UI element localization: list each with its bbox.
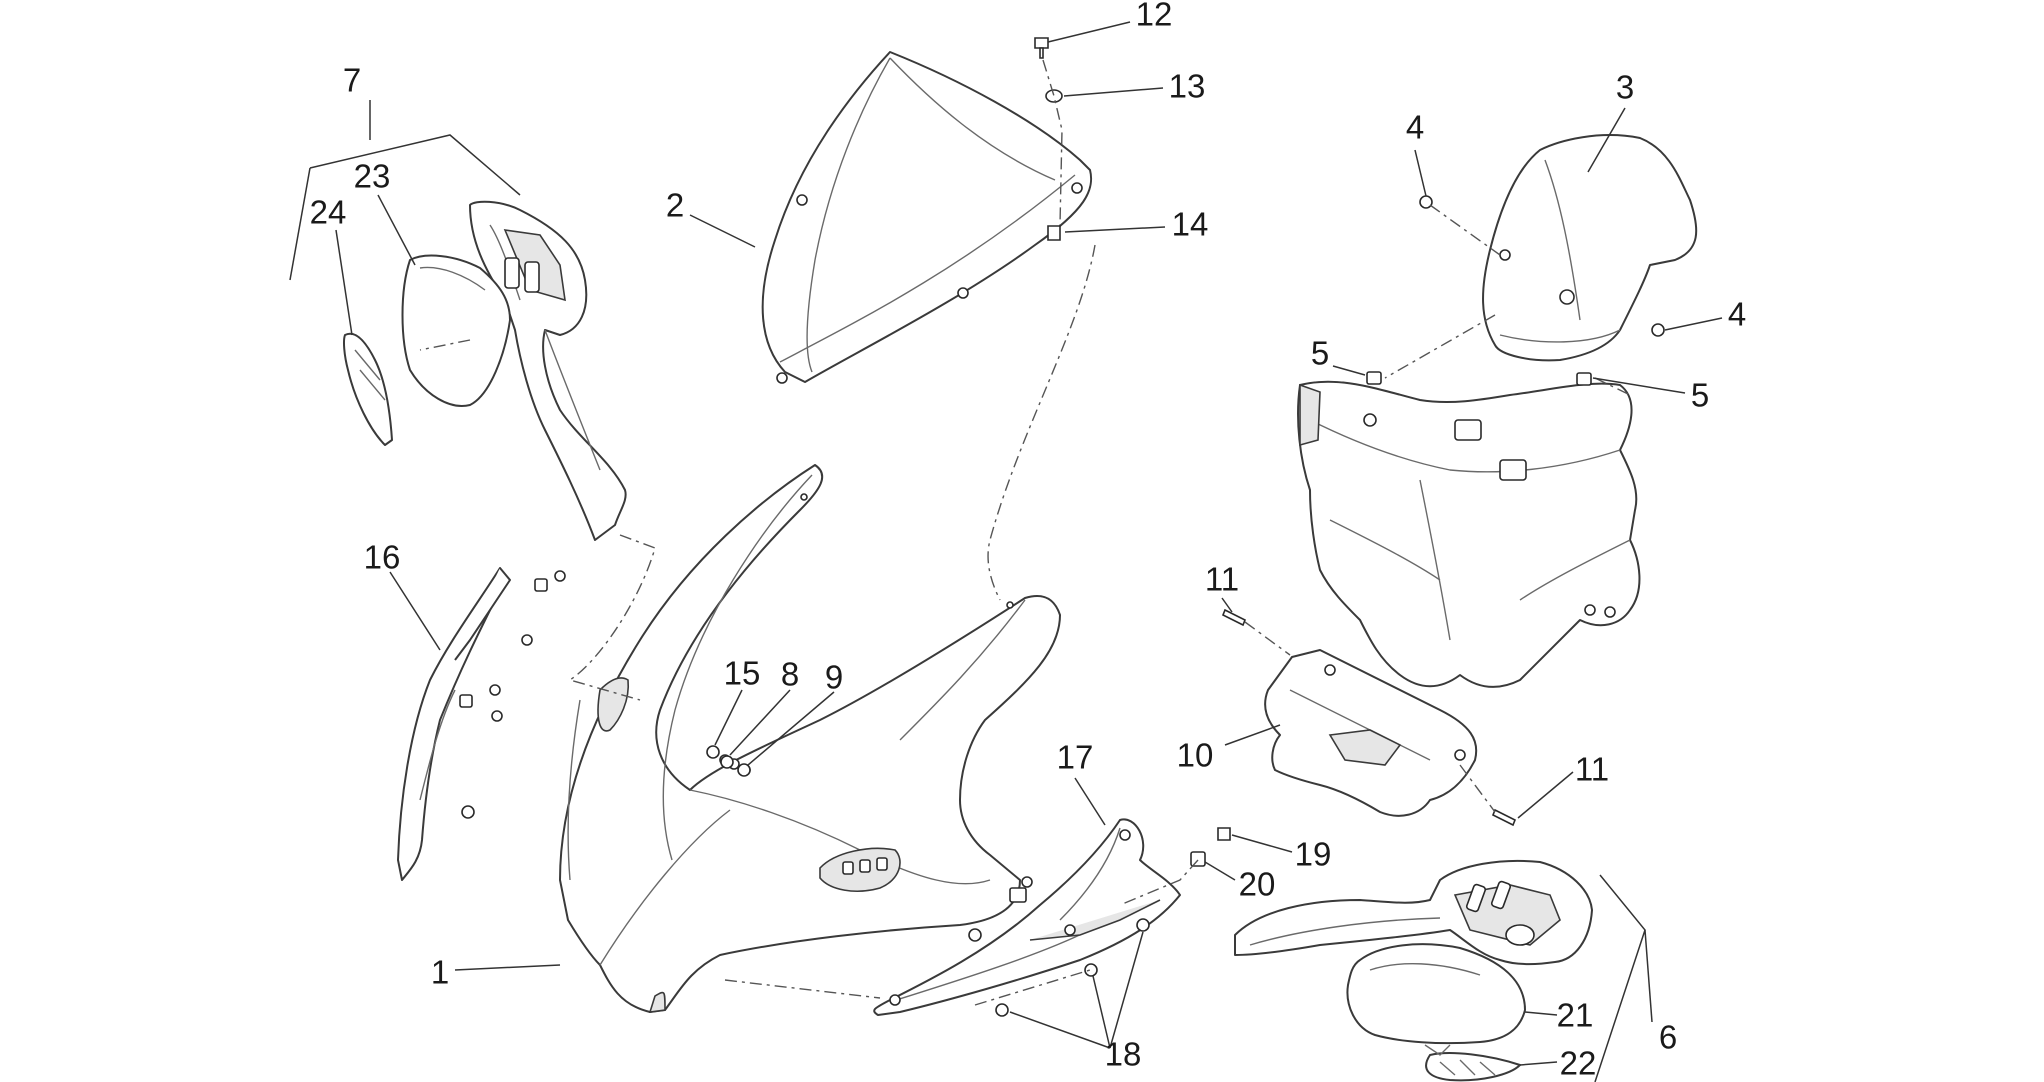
- callout-label-11a: 11: [1205, 561, 1239, 598]
- part-16-side-bracket: [397, 567, 566, 881]
- part-24-left-indicator: [343, 332, 393, 446]
- callout-label-20: 20: [1239, 866, 1276, 903]
- assembly-dash-lines: [419, 59, 1631, 1006]
- callout-label-21: 21: [1557, 997, 1594, 1034]
- part-1-front-fairing: [559, 464, 1061, 1013]
- callout-label-13: 13: [1169, 68, 1206, 105]
- part-21-right-mirror-glass: [1346, 943, 1526, 1045]
- callout-label-23: 23: [354, 158, 391, 195]
- callout-label-18: 18: [1105, 1036, 1142, 1073]
- callout-label-24: 24: [310, 194, 347, 231]
- hardware-screws-nuts: [706, 37, 1665, 1017]
- callout-label-9: 9: [825, 659, 843, 696]
- callout-label-2: 2: [666, 187, 684, 224]
- part-2-windscreen: [761, 51, 1093, 384]
- callout-label-14: 14: [1172, 206, 1209, 243]
- part-17-lower-panel: [873, 818, 1181, 1016]
- callout-label-12: 12: [1136, 0, 1173, 33]
- part-6-right-mirror: [1234, 859, 1593, 966]
- callout-label-15: 15: [724, 655, 761, 692]
- part-23-left-mirror-glass: [401, 254, 511, 407]
- fairing-frame: [1297, 380, 1641, 688]
- callout-label-8: 8: [781, 656, 799, 693]
- callout-label-17: 17: [1057, 739, 1094, 776]
- part-7-left-mirror: [469, 200, 627, 541]
- callout-label-1: 1: [431, 954, 449, 991]
- callout-label-4b: 4: [1728, 296, 1746, 333]
- callout-label-6: 6: [1659, 1019, 1677, 1056]
- callout-label-3: 3: [1616, 69, 1634, 106]
- part-3-instrument-cover: [1482, 134, 1698, 362]
- leader-lines: [289, 21, 1723, 1082]
- callout-label-4a: 4: [1406, 109, 1424, 146]
- part-22-right-indicator: [1424, 1044, 1521, 1082]
- callout-label-22: 22: [1560, 1045, 1597, 1082]
- callout-label-5b: 5: [1691, 377, 1709, 414]
- callout-label-19: 19: [1295, 836, 1332, 873]
- callout-label-11b: 11: [1575, 751, 1609, 788]
- callout-label-10: 10: [1177, 737, 1214, 774]
- callout-label-7: 7: [343, 62, 361, 99]
- callout-label-5a: 5: [1311, 335, 1329, 372]
- callout-label-16: 16: [364, 539, 401, 576]
- part-10-lower-bracket: [1264, 649, 1478, 817]
